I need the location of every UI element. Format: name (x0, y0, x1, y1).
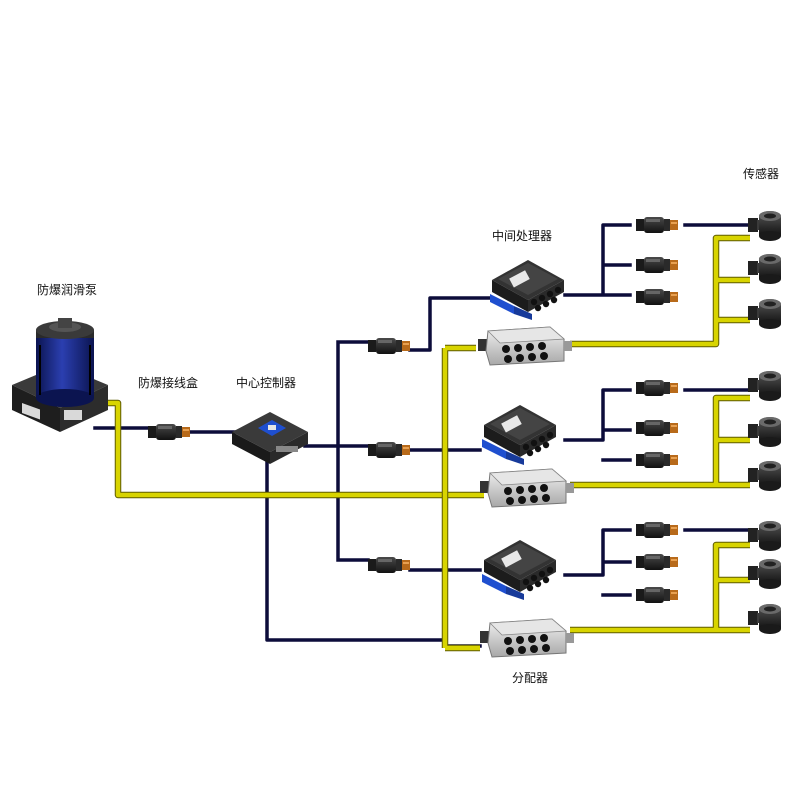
distributor-block-icon (479, 468, 575, 508)
pump-label: 防爆润滑泵 (37, 282, 97, 297)
oil-line-distributor2-fanout (570, 395, 750, 488)
signal-line-processor2-fanout (563, 388, 752, 462)
cable-connector-icon (368, 338, 410, 354)
lubrication-pump-icon (12, 318, 108, 432)
processor-box-icon (482, 540, 556, 600)
sensor-label: 传感器 (743, 166, 779, 181)
oil-line-riser (442, 345, 480, 651)
intermediate-processor-label: 中间处理器 (492, 228, 552, 243)
distributor-block-icon (477, 326, 573, 366)
sensor-icon (748, 461, 781, 491)
cable-connector-icon (636, 380, 678, 396)
signal-line-pump-to-controller (93, 426, 237, 434)
cable-connector-icon (636, 522, 678, 538)
cable-connector-icon (636, 587, 678, 603)
sensor-icon (748, 299, 781, 329)
oil-line-distributor1-fanout (570, 235, 750, 347)
sensor-icon (748, 417, 781, 447)
cable-connector-icon (636, 452, 678, 468)
sensor-icon (748, 559, 781, 589)
cable-connector-icon (368, 442, 410, 458)
cable-connector-icon (636, 217, 678, 233)
sensor-icon (748, 211, 781, 241)
junction-box-icon (148, 424, 190, 440)
junction-box-label: 防爆接线盒 (138, 375, 198, 390)
signal-line-controller-bus (303, 340, 370, 562)
processor-box-icon (482, 405, 556, 465)
cable-connector-icon (636, 257, 678, 273)
sensor-icon (748, 604, 781, 634)
oil-line-distributor3-fanout (570, 542, 750, 633)
cable-connector-icon (368, 557, 410, 573)
signal-line-processor1-fanout (563, 223, 752, 297)
cable-connector-icon (636, 420, 678, 436)
controller-box-icon (232, 412, 308, 464)
central-controller-label: 中心控制器 (236, 375, 296, 390)
signal-line-to-processor-1 (408, 296, 492, 352)
cable-connector-icon (636, 554, 678, 570)
signal-line-processor3-fanout (563, 528, 752, 597)
processor-box-icon (490, 260, 564, 320)
distributor-block-icon (479, 618, 575, 658)
distributor-label: 分配器 (512, 671, 548, 685)
sensor-icon (748, 521, 781, 551)
sensor-icon (748, 371, 781, 401)
cable-connector-icon (636, 289, 678, 305)
sensor-icon (748, 254, 781, 284)
